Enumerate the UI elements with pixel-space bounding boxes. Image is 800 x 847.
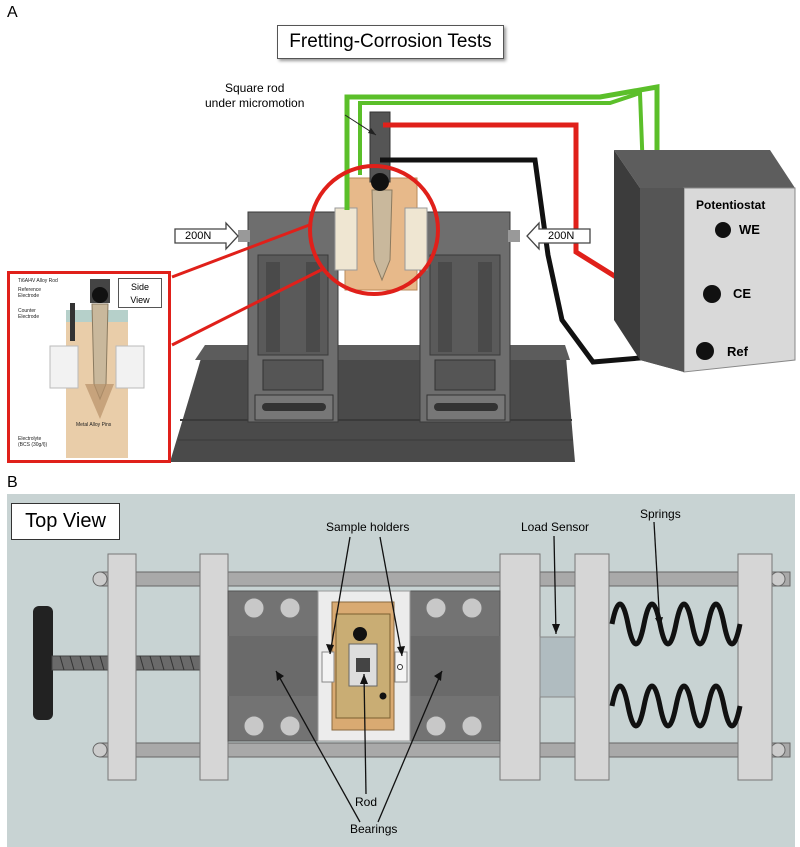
end-plate-left [107, 553, 137, 781]
end-plate-right [737, 553, 773, 781]
top-view-label: Top View [11, 503, 120, 540]
force-right-label: 200N [548, 230, 575, 242]
we-label: WE [739, 222, 760, 237]
potentiostat-box [614, 150, 796, 373]
ref-wire [380, 157, 711, 365]
ref-terminal [696, 342, 714, 360]
potentiostat-label: Potentiostat [696, 198, 766, 212]
left-fixture [238, 211, 339, 423]
side-view-label: Side View [118, 278, 162, 308]
rod-square [356, 658, 370, 672]
zoom-circle [308, 164, 440, 296]
springs-drawing [609, 601, 743, 729]
panel-b-letter: B [7, 474, 18, 491]
ce-terminal [703, 285, 721, 303]
load-sensor-label: Load Sensor [521, 520, 590, 534]
panel-a-letter: A [7, 4, 18, 21]
sample-holders-label: Sample holders [326, 520, 410, 534]
inset-electrolyte-label: Electrolyte(BCS (30g/l)) [18, 436, 48, 448]
force-arrow-left [174, 221, 239, 251]
right-fixture [419, 211, 520, 423]
rod-label-b: Rod [355, 795, 378, 809]
base-platform [170, 345, 575, 462]
springs-label: Springs [640, 507, 681, 521]
panel-a-title: Fretting-Corrosion Tests [277, 25, 504, 59]
bearings-label: Bearings [350, 822, 398, 836]
side-view-drawing [49, 279, 145, 458]
we-terminal [715, 222, 731, 238]
inset-metal-pins-label: Metal Alloy Pins [76, 422, 112, 428]
adjust-knob [33, 606, 53, 720]
ce-label: CE [733, 286, 752, 301]
force-arrow-right [526, 221, 591, 251]
force-left-label: 200N [185, 230, 212, 242]
ref-label: Ref [727, 344, 748, 359]
inset-alloy-rod-label: Ti6Al4V Alloy Rod [18, 278, 58, 284]
reference-electrode-tip [371, 173, 389, 191]
panel-b-drawing [33, 521, 791, 823]
rod-label: Square rod under micromotion [205, 81, 305, 110]
panel-a-drawing [170, 84, 796, 462]
load-sensor [539, 636, 576, 698]
